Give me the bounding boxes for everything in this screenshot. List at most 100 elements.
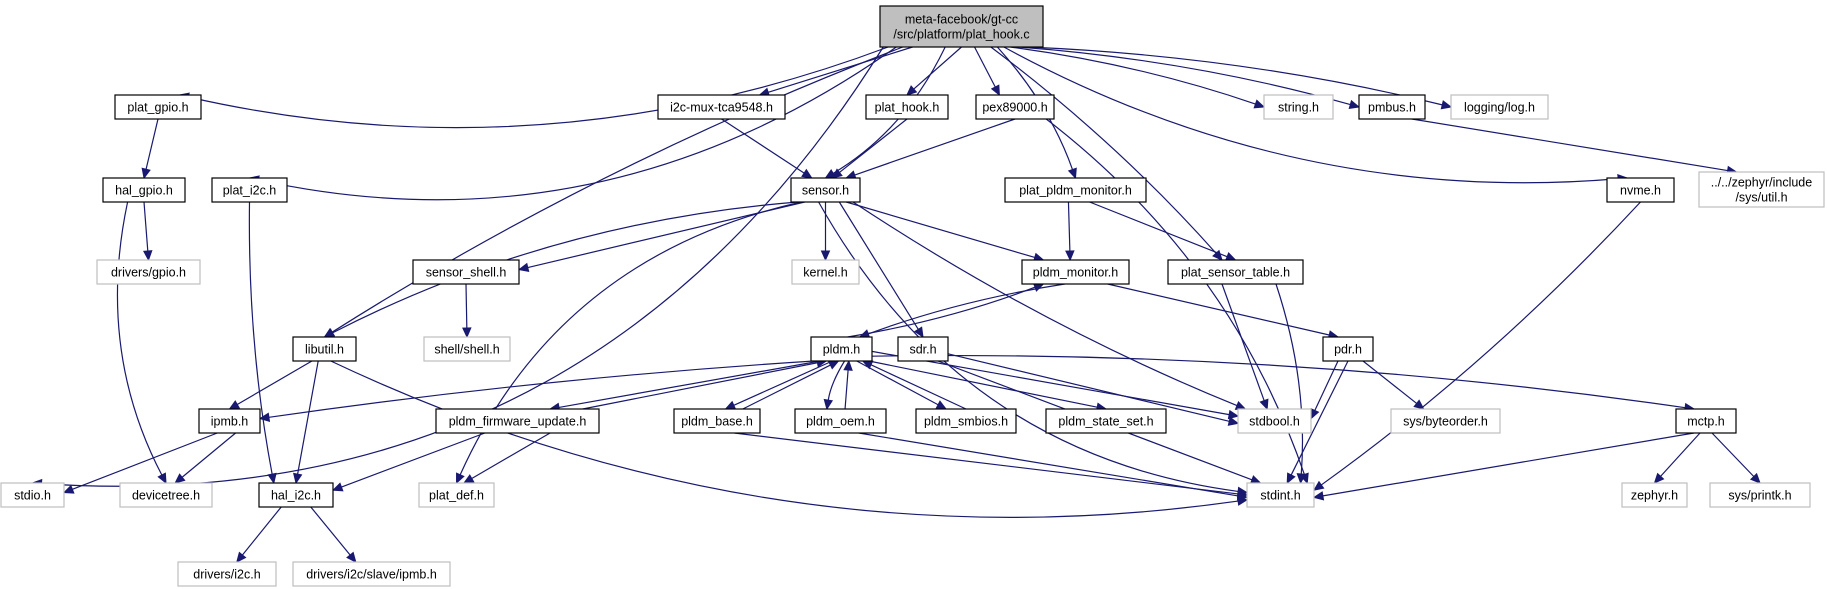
node-label: logging/log.h	[1464, 101, 1535, 115]
node-pldm-smbios[interactable]: pldm_smbios.h	[915, 408, 1017, 434]
node-pdr[interactable]: pdr.h	[1322, 336, 1374, 362]
node-sys-util: ../../zephyr/include/sys/util.h	[1698, 171, 1825, 208]
node-ipmb[interactable]: ipmb.h	[198, 408, 261, 434]
node-pldm[interactable]: pldm.h	[810, 336, 873, 362]
node-plat-hook[interactable]: plat_hook.h	[865, 94, 949, 120]
edge-pldm-to-pldm_oem	[823, 360, 846, 411]
node-pmbus[interactable]: pmbus.h	[1358, 94, 1426, 120]
edge-nvme-to-stdint	[1313, 201, 1641, 491]
node-label: pldm.h	[823, 343, 861, 357]
edge-pldm-to-pldm_fw	[548, 360, 821, 413]
edge-line	[143, 201, 149, 252]
arrowhead-icon	[236, 551, 247, 563]
edge-hal_gpio-to-drivers_gpio	[143, 201, 153, 262]
node-pex89000[interactable]: pex89000.h	[975, 94, 1055, 120]
node-box	[1606, 177, 1675, 203]
node-pldm-fw[interactable]: pldm_firmware_update.h	[435, 408, 600, 434]
edge-line	[827, 360, 846, 401]
node-box	[0, 482, 65, 508]
edge-line	[1362, 360, 1418, 404]
node-label: drivers/i2c/slave/ipmb.h	[306, 568, 437, 582]
node-nvme[interactable]: nvme.h	[1606, 177, 1675, 203]
edge-mctp-to-zephyr	[1653, 432, 1701, 484]
node-label: i2c-mux-tca9548.h	[670, 101, 773, 115]
node-mctp[interactable]: mctp.h	[1675, 408, 1737, 434]
node-hal-i2c[interactable]: hal_i2c.h	[258, 482, 334, 508]
node-pldm-state-set[interactable]: pldm_state_set.h	[1045, 408, 1167, 434]
arrowhead-icon	[1312, 491, 1325, 501]
node-label: mctp.h	[1687, 415, 1725, 429]
arrowhead-icon	[1234, 401, 1247, 410]
arrowhead-icon	[1653, 472, 1665, 484]
node-label: pldm_smbios.h	[924, 415, 1008, 429]
edge-line	[145, 118, 159, 170]
edge-line	[331, 46, 904, 333]
arrowhead-icon	[906, 85, 918, 96]
edge-ipmb-to-stdio	[62, 432, 218, 494]
node-box	[1358, 94, 1426, 120]
arrowhead-icon	[346, 551, 357, 563]
node-plat-i2c[interactable]: plat_i2c.h	[211, 177, 288, 203]
node-label: ipmb.h	[211, 415, 249, 429]
node-label: /src/platform/plat_hook.c	[893, 28, 1029, 42]
arrowhead-icon	[1749, 472, 1761, 484]
node-box	[418, 482, 495, 508]
node-label: stdbool.h	[1249, 415, 1300, 429]
edge-pex89000-to-sensor	[845, 118, 1016, 180]
node-plat-sensor-table[interactable]: plat_sensor_table.h	[1167, 259, 1304, 285]
edge-sensor-to-stdbool	[852, 201, 1247, 410]
edge-line	[721, 118, 805, 174]
node-byteorder: sys/byteorder.h	[1390, 408, 1501, 434]
edge-line	[1290, 360, 1349, 476]
node-label: pex89000.h	[982, 101, 1047, 115]
node-pldm-monitor[interactable]: pldm_monitor.h	[1021, 259, 1130, 285]
node-sensor-shell[interactable]: sensor_shell.h	[412, 259, 520, 285]
edge-sdr-to-stdbool	[947, 353, 1240, 426]
node-pldm-oem[interactable]: pldm_oem.h	[794, 408, 887, 434]
node-label: zephyr.h	[1631, 489, 1678, 503]
node-root[interactable]: meta-facebook/gt-cc/src/platform/plat_ho…	[879, 5, 1044, 48]
edge-root-to-plat_sensor_table	[990, 46, 1223, 261]
edge-hal_i2c-to-drivers_i2c	[236, 506, 282, 563]
node-label: pldm_monitor.h	[1033, 266, 1119, 280]
node-label: pldm_state_set.h	[1058, 415, 1153, 429]
edge-line	[913, 46, 962, 90]
node-sensor[interactable]: sensor.h	[790, 177, 861, 203]
node-stdbool: stdbool.h	[1237, 408, 1312, 434]
node-sdr[interactable]: sdr.h	[897, 336, 949, 362]
edge-line	[1003, 46, 1619, 184]
node-plat-gpio[interactable]: plat_gpio.h	[114, 94, 202, 120]
arrowhead-icon	[323, 328, 336, 338]
node-plat-pldm-monitor[interactable]: plat_pldm_monitor.h	[1004, 177, 1147, 203]
node-box	[1450, 94, 1549, 120]
node-i2c-mux[interactable]: i2c-mux-tca9548.h	[657, 94, 786, 120]
arrowhead-icon	[820, 250, 831, 262]
edge-pldm_oem-to-pldm	[843, 359, 853, 410]
arrowhead-icon	[843, 359, 853, 371]
edge-line	[742, 364, 831, 410]
arrowhead-icon	[62, 484, 75, 494]
edge-line	[72, 432, 218, 490]
node-box	[1698, 171, 1825, 208]
arrowhead-icon	[1065, 250, 1075, 262]
arrowhead-icon	[1067, 167, 1077, 180]
node-box	[211, 177, 288, 203]
edge-line	[839, 118, 908, 173]
node-box	[1167, 259, 1304, 285]
node-box	[865, 94, 949, 120]
node-pldm-base[interactable]: pldm_base.h	[673, 408, 761, 434]
node-string: string.h	[1263, 94, 1334, 120]
node-libutil[interactable]: libutil.h	[292, 336, 357, 362]
arrowhead-icon	[293, 472, 303, 485]
arrowhead-icon	[1413, 399, 1425, 410]
arrowhead-icon	[724, 400, 737, 410]
edge-pdr-to-byteorder	[1362, 360, 1425, 410]
node-label: plat_hook.h	[875, 101, 940, 115]
node-box	[114, 94, 202, 120]
edge-mctp-to-stdint	[1312, 432, 1695, 501]
node-hal-gpio[interactable]: hal_gpio.h	[102, 177, 186, 203]
edge-line	[818, 201, 1239, 493]
node-kernel: kernel.h	[791, 259, 860, 285]
edge-line	[248, 201, 273, 475]
